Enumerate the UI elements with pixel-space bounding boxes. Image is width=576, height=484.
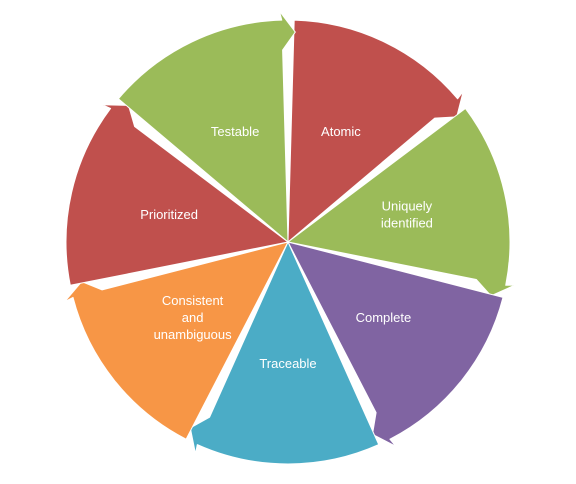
segment-complete [287, 241, 504, 447]
segment-label-testable: Testable [211, 124, 259, 139]
segment-label-complete: Complete [356, 310, 412, 325]
segment-label-line: Testable [211, 124, 259, 139]
segment-testable [117, 10, 296, 243]
segment-label-traceable: Traceable [259, 356, 316, 371]
segment-label-line: Uniquely [382, 198, 433, 213]
segment-label-uniquely-identified: Uniquely identified [381, 198, 433, 230]
segment-label-consistent-and-unambiguous: Consistent and unambiguous [154, 293, 233, 342]
segment-prioritized [65, 104, 289, 286]
segment-label-line: Prioritized [140, 207, 198, 222]
segment-label-line: unambiguous [154, 327, 233, 342]
segment-label-line: identified [381, 215, 433, 230]
segment-atomic [287, 19, 464, 243]
segment-consistent-and-unambiguous [64, 241, 289, 440]
segment-label-line: Consistent [162, 293, 224, 308]
segment-traceable [189, 241, 380, 465]
segment-uniquely-identified [287, 108, 516, 297]
segment-label-line: Traceable [259, 356, 316, 371]
segment-label-line: Atomic [321, 124, 361, 139]
segment-label-line: Complete [356, 310, 412, 325]
segment-label-atomic: Atomic [321, 124, 361, 139]
segment-label-prioritized: Prioritized [140, 207, 198, 222]
segment-label-line: and [182, 310, 204, 325]
